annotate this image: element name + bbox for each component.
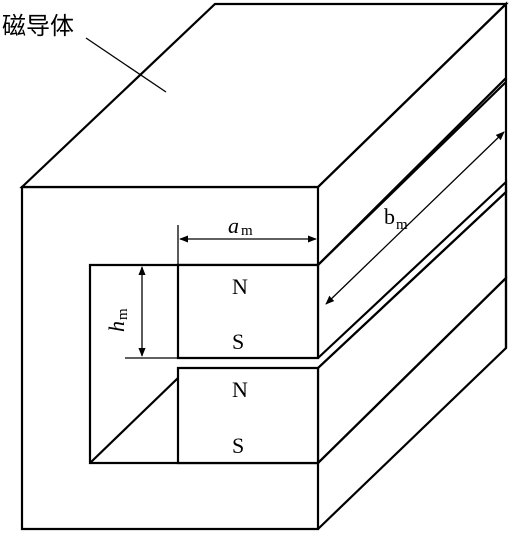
core-leader-line [85,37,167,93]
core-label-group: 磁导体 [2,12,167,93]
lower-magnet-south-label: S [232,433,244,458]
dimension-b: b m [325,131,505,305]
yoke-top-face [19,2,509,189]
magnet-lower: N S [176,189,508,465]
upper-magnet-south-label: S [232,329,244,354]
dim-h-subscript: m [115,308,131,320]
dim-a-label: a [228,213,239,238]
dimension-a: a m [177,213,317,265]
dim-h-label: h [104,321,129,332]
dim-a-subscript: m [241,223,253,239]
dim-b-label: b [384,204,395,229]
dimension-h: h m [104,266,178,359]
dim-b-arrow [325,131,505,305]
upper-magnet-north-label: N [232,274,248,299]
lower-magnet-north-label: N [232,377,248,402]
dim-b-subscript: m [396,217,408,233]
core-label: 磁导体 [2,12,74,40]
